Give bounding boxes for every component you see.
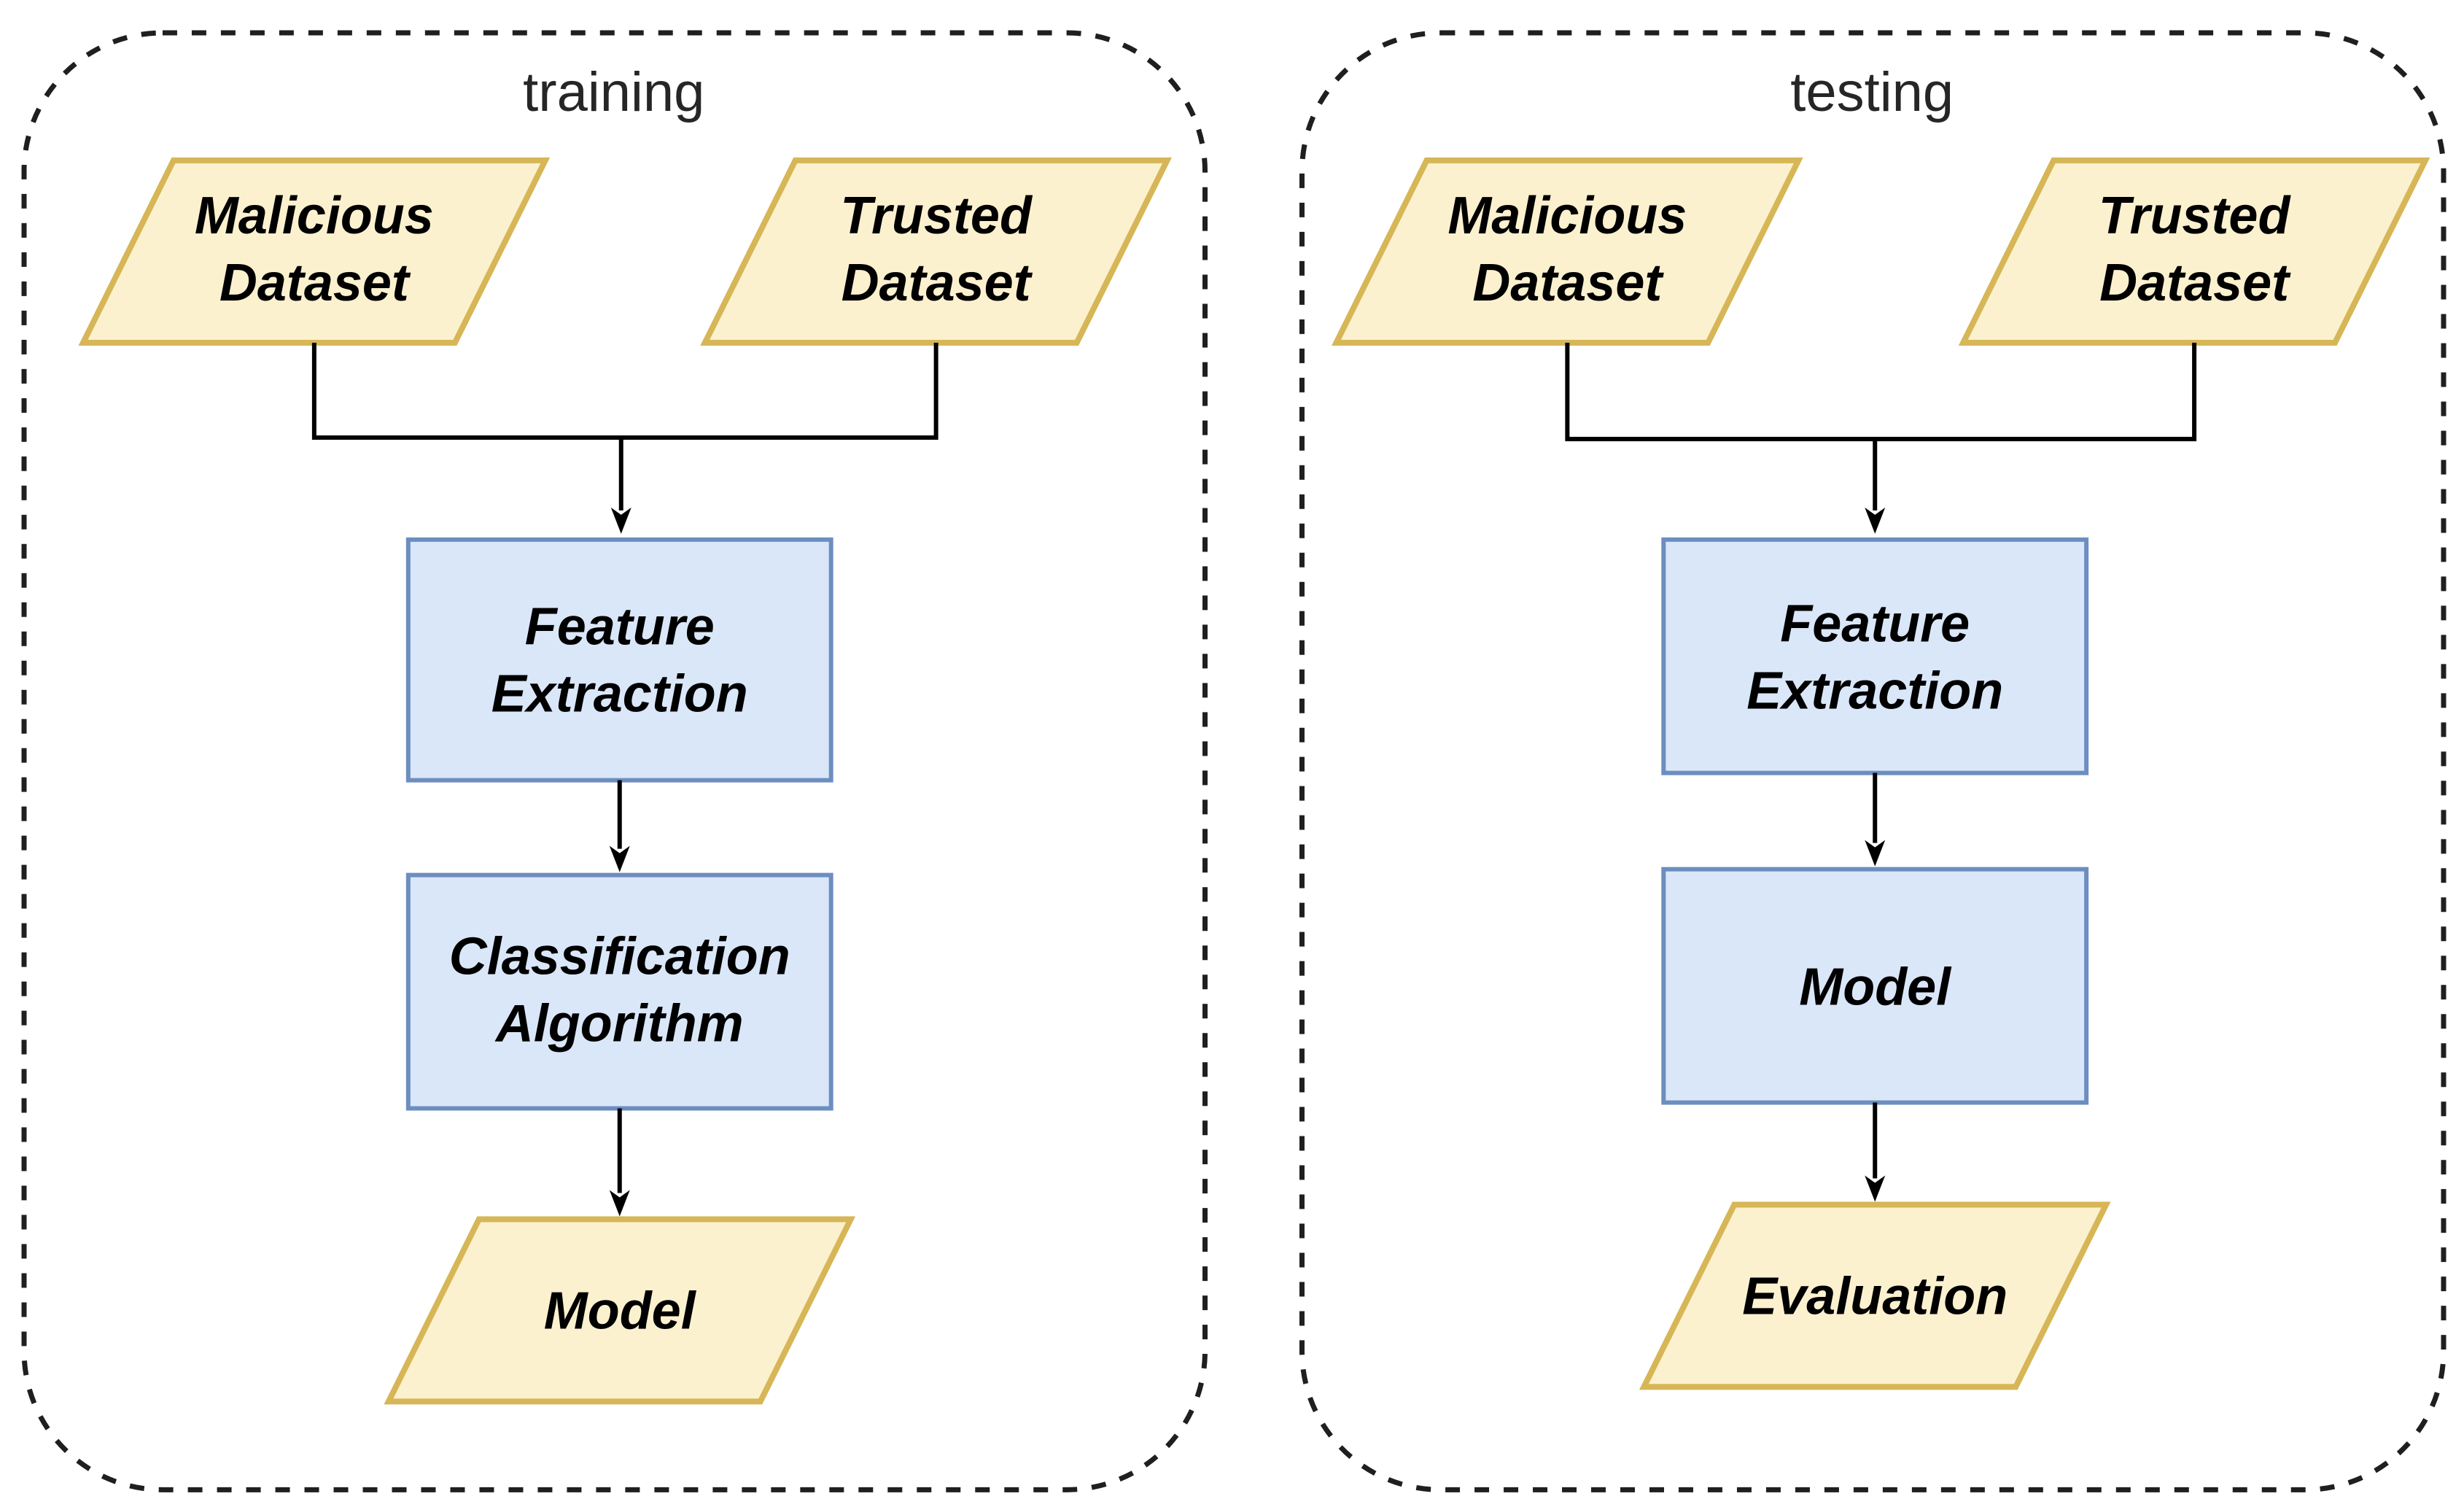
- node-label-line1: Model: [544, 1282, 697, 1340]
- process-rect-shape: [1661, 867, 2089, 1105]
- parallelogram-shape: [384, 1216, 856, 1405]
- node-training-malicious-dataset: Malicious Dataset: [78, 157, 551, 346]
- node-testing-trusted-dataset: Trusted Dataset: [1958, 157, 2430, 346]
- node-testing-malicious-dataset: Malicious Dataset: [1332, 157, 1803, 346]
- edge-training-classification-to-model: [609, 1108, 630, 1217]
- node-label-line2: Dataset: [2099, 254, 2291, 312]
- parallelogram-shape: [78, 157, 551, 346]
- training-panel-title: training: [523, 61, 704, 123]
- edge-line: [311, 342, 938, 440]
- node-label-line1: Trusted: [840, 187, 1033, 245]
- parallelogram-shape: [1332, 157, 1803, 346]
- node-testing-evaluation: Evaluation: [1639, 1201, 2111, 1390]
- node-label-line1: Feature: [525, 598, 715, 656]
- process-rect-shape: [1661, 537, 2089, 775]
- parallelogram-shape: [700, 157, 1172, 346]
- edge-testing-feature-to-model: [1865, 772, 1886, 867]
- node-label-line2: Extraction: [491, 665, 748, 724]
- node-label-line1: Feature: [1780, 595, 1970, 654]
- node-label-line2: Dataset: [1472, 254, 1664, 312]
- parallelogram-shape: [1639, 1201, 2111, 1390]
- node-testing-feature-extraction: Feature Extraction: [1661, 537, 2089, 775]
- parallelogram-shape: [1958, 157, 2430, 346]
- node-label-line1: Evaluation: [1742, 1267, 2008, 1325]
- edge-line: [1565, 342, 2197, 441]
- node-testing-model: Model: [1661, 867, 2089, 1105]
- arrowhead-icon: [609, 845, 630, 872]
- node-training-model: Model: [384, 1216, 856, 1405]
- arrowhead-icon: [609, 1190, 630, 1217]
- arrowhead-icon: [1865, 840, 1886, 867]
- node-label-line2: Dataset: [842, 254, 1033, 312]
- testing-panel-title: testing: [1790, 61, 1954, 123]
- node-label-line1: Malicious: [195, 187, 434, 245]
- edge-testing-model-to-evaluation: [1865, 1102, 1886, 1202]
- node-label-line1: Classification: [449, 928, 790, 986]
- node-label-line1: Model: [1799, 958, 1952, 1017]
- edge-training-feature-to-classification: [609, 780, 630, 872]
- node-label-line2: Extraction: [1746, 662, 2003, 721]
- arrowhead-icon: [1865, 1175, 1886, 1202]
- node-label-line1: Trusted: [2099, 187, 2292, 245]
- panel-testing: testing Malicious Dataset Trusted Datase…: [1299, 30, 2446, 1492]
- edge-testing-datasets-to-feature-extraction: [1565, 342, 2197, 534]
- node-training-trusted-dataset: Trusted Dataset: [700, 157, 1172, 346]
- arrowhead-icon: [610, 507, 631, 534]
- node-training-feature-extraction: Feature Extraction: [405, 537, 833, 783]
- panel-training: training Malicious Dataset Trusted Datas…: [21, 30, 1208, 1492]
- node-label-line1: Malicious: [1447, 187, 1687, 245]
- node-training-classification-algorithm: Classification Algorithm: [405, 872, 833, 1111]
- node-label-line2: Dataset: [219, 254, 411, 312]
- process-rect-shape: [405, 872, 833, 1111]
- training-panel-dashed-border: [21, 30, 1208, 1492]
- edge-training-datasets-to-feature-extraction: [311, 342, 938, 534]
- testing-panel-dashed-border: [1299, 30, 2446, 1492]
- node-label-line2: Algorithm: [494, 995, 744, 1053]
- arrowhead-icon: [1865, 507, 1886, 534]
- process-rect-shape: [405, 537, 833, 783]
